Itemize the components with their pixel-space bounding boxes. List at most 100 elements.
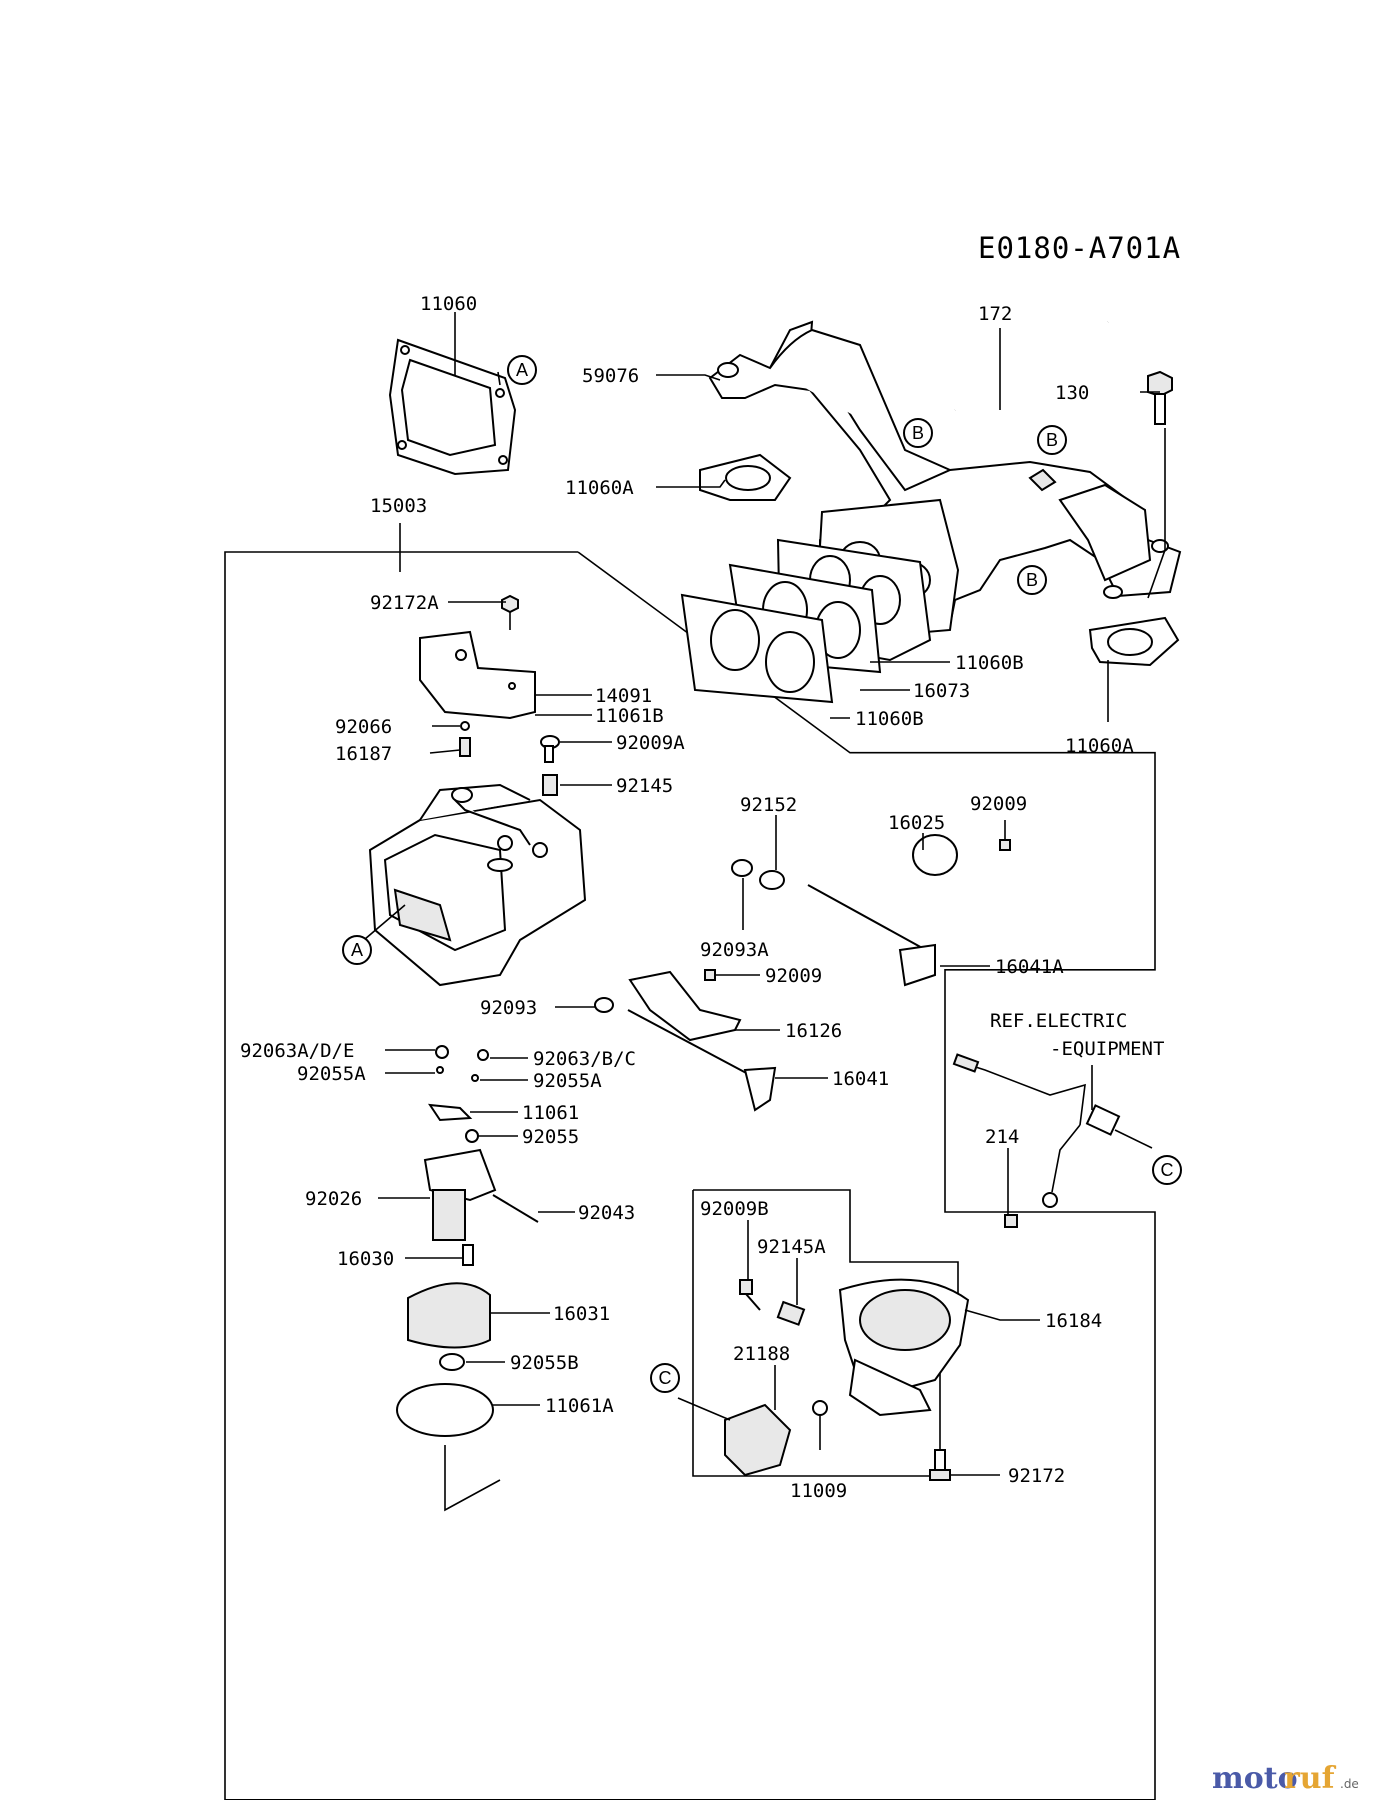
label-92172: 92172 [1008,1465,1065,1487]
plug-92063 [477,1049,489,1061]
label-92093A: 92093A [700,939,769,961]
label-92063BC: 92063/B/C [533,1048,636,1070]
ref-note-line1: REF.ELECTRIC [990,1010,1127,1032]
label-92152: 92152 [740,794,797,816]
screw-92009A [540,735,560,763]
svg-text:B: B [1046,430,1058,450]
label-92063ADE: 92063A/D/E [240,1040,354,1062]
gasket-11060A-right [1088,616,1180,667]
label-214: 214 [985,1126,1019,1148]
label-16031: 16031 [553,1303,610,1325]
label-16073: 16073 [913,680,970,702]
gasket-11061 [427,1103,473,1122]
label-11009: 11009 [790,1480,847,1502]
svg-text:A: A [351,940,363,960]
label-15003: 15003 [370,495,427,517]
label-11060: 11060 [420,293,477,315]
label-16187: 16187 [335,743,392,765]
label-16030: 16030 [337,1248,394,1270]
label-92055: 92055 [522,1126,579,1148]
screw-92009B [739,1279,761,1311]
screw-92172A [501,594,519,630]
seal-92093 [594,997,614,1013]
label-92172A: 92172A [370,592,439,614]
oring-11009 [812,1400,828,1416]
label-14091: 14091 [595,685,652,707]
spring-92145A [776,1300,806,1326]
label-16184: 16184 [1045,1310,1102,1332]
label-11061: 11061 [522,1102,579,1124]
valve-16025 [912,834,958,876]
solenoid-21188 [724,1403,792,1477]
float-92026 [423,1148,497,1241]
label-11061A: 11061A [545,1395,614,1417]
plate-14091 [419,630,536,720]
svg-text:B: B [1026,570,1038,590]
label-92145A: 92145A [757,1236,826,1258]
callout-a-left: A [342,935,372,965]
svg-text:moto: moto [1212,1761,1298,1796]
label-11060A-left: 11060A [565,477,634,499]
svg-text:B: B [912,423,924,443]
plug-92063A [435,1045,449,1059]
callout-b-stud: B [903,418,933,448]
ring-92055A-right [471,1074,479,1082]
label-92055A-right: 92055A [533,1070,602,1092]
label-59076: 59076 [582,365,639,387]
label-21188: 21188 [733,1343,790,1365]
shaft-16041 [627,1009,777,1112]
label-11060B-bottom: 11060B [855,708,924,730]
label-92026: 92026 [305,1188,362,1210]
seal-92093A [731,859,753,877]
needle-16030 [462,1244,474,1266]
assembly-15003-frame [224,551,1156,1800]
ring-92055 [465,1129,479,1143]
label-92145: 92145 [616,775,673,797]
carburetor-body [368,783,587,987]
label-16126: 16126 [785,1020,842,1042]
label-92009B: 92009B [700,1198,769,1220]
label-92055A-left: 92055A [297,1063,366,1085]
svg-text:ruf: ruf [1284,1761,1337,1796]
stud-172 [954,320,1109,412]
label-130: 130 [1055,382,1089,404]
screw-16187 [459,737,471,757]
callout-c-right: C [1152,1155,1182,1185]
shaft-16041A [807,884,936,987]
label-16041: 16041 [832,1068,889,1090]
svg-text:C: C [1161,1160,1174,1180]
label-16025: 16025 [888,812,945,834]
plate-16126 [628,970,742,1042]
float-bowl-16031 [407,1282,491,1349]
label-92009-mid: 92009 [765,965,822,987]
leader-lines [357,312,1166,1512]
screw-214 [1004,1214,1018,1228]
label-172: 172 [978,303,1012,325]
svg-text:.de: .de [1340,1777,1359,1791]
gasket-11060A-left [699,453,792,501]
ref-note-line2: -EQUIPMENT [1050,1038,1164,1060]
throttle-body-16184 [838,1278,970,1417]
screw-92009-mid [704,969,716,981]
label-16041A: 16041A [995,956,1064,978]
spring-92145 [542,774,558,796]
screw-92009-top [999,839,1011,851]
label-92066: 92066 [335,716,392,738]
callout-b-mid: B [1017,565,1047,595]
callout-b-top: B [1037,425,1067,455]
gasket-stack [680,538,932,704]
label-92043: 92043 [578,1202,635,1224]
watermark-logo: moto ruf .de [1212,1761,1359,1796]
callout-a-top: A [507,355,537,385]
label-92009A: 92009A [616,732,685,754]
ring-92055A-left [436,1066,444,1074]
part-92066 [460,721,470,731]
callout-c-left: C [650,1363,680,1393]
label-92055B: 92055B [510,1352,579,1374]
pin-92043 [492,1194,539,1223]
oring-11061A [396,1383,494,1437]
label-11060B-top: 11060B [955,652,1024,674]
bolt-130 [1147,370,1173,425]
svg-text:A: A [516,360,528,380]
